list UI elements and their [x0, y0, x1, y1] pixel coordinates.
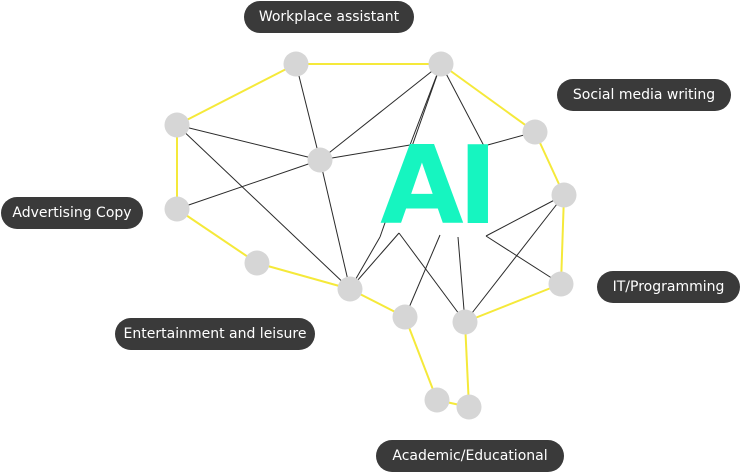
network-node: [522, 119, 548, 145]
outline-edge: [256, 262, 351, 290]
inner-edge: [176, 124, 321, 161]
outline-edge: [560, 194, 565, 285]
label-academic-educational: Academic/Educational: [376, 440, 564, 472]
nodes: [164, 51, 577, 420]
network-node: [548, 271, 574, 297]
inner-edge: [485, 235, 562, 285]
network-node: [428, 51, 454, 77]
inner-edges: [176, 63, 565, 323]
inner-edge: [457, 236, 466, 323]
inner-edge: [319, 159, 351, 290]
inner-edge: [398, 232, 466, 323]
outline-edge: [176, 63, 297, 126]
outline-edge: [176, 208, 258, 264]
network-node: [337, 276, 363, 302]
network-node: [452, 309, 478, 335]
network-node: [164, 112, 190, 138]
label-it-programming: IT/Programming: [597, 271, 740, 303]
network-node: [283, 51, 309, 77]
inner-edge: [176, 124, 351, 290]
inner-edge: [379, 63, 442, 238]
network-node: [307, 147, 333, 173]
inner-edge: [440, 63, 485, 147]
network-node: [551, 182, 577, 208]
network-node: [392, 304, 418, 330]
outline-edges: [176, 63, 565, 408]
network-node: [164, 196, 190, 222]
inner-edge: [319, 144, 411, 161]
inner-edge: [319, 63, 442, 161]
label-advertising-copy: Advertising Copy: [1, 197, 143, 229]
network-node: [424, 387, 450, 413]
outline-edge: [464, 283, 562, 323]
network-node: [456, 394, 482, 420]
outline-edge: [404, 316, 438, 401]
outline-edge: [440, 63, 536, 133]
inner-edge: [404, 234, 441, 318]
label-social-media-writing: Social media writing: [557, 79, 731, 111]
inner-edge: [176, 159, 321, 210]
inner-edge: [485, 194, 565, 237]
inner-edge: [295, 63, 321, 161]
outline-edge: [464, 321, 470, 408]
ai-center-label: AI: [380, 124, 498, 249]
inner-edge: [464, 194, 565, 323]
label-workplace-assistant: Workplace assistant: [244, 1, 414, 33]
network-node: [244, 250, 270, 276]
label-entertainment-leisure: Entertainment and leisure: [115, 318, 315, 350]
